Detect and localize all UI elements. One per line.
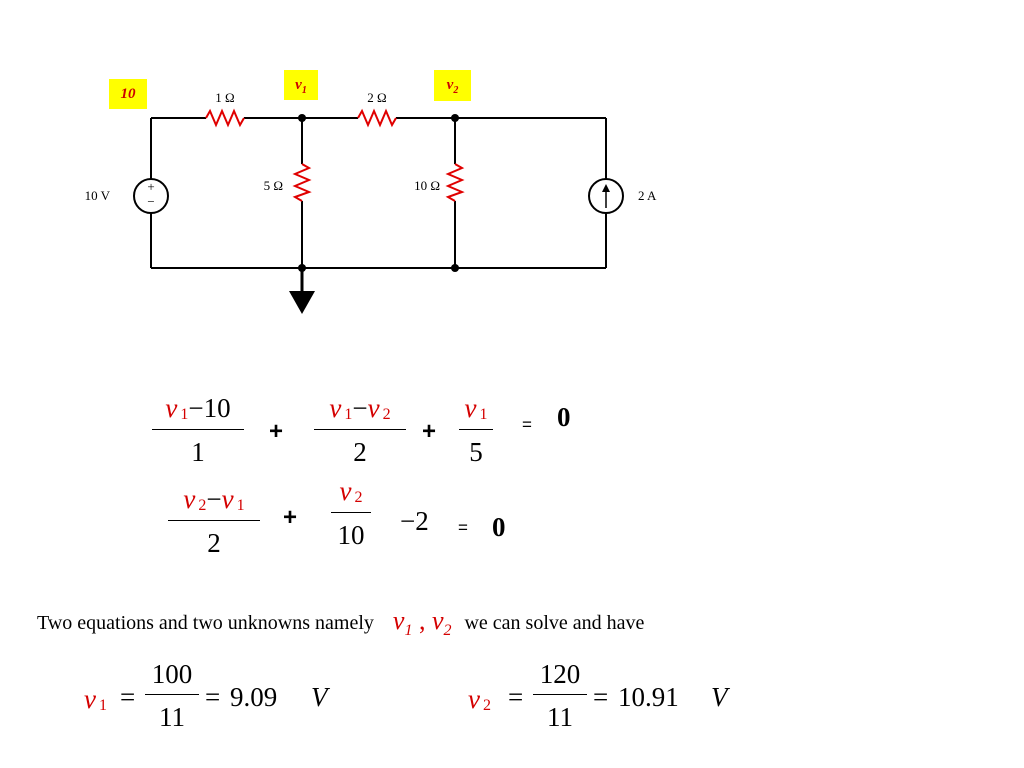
node-tag-v1-sub: 1 xyxy=(301,85,307,96)
node-v1 xyxy=(298,114,306,122)
result-v1-value: 9.09 xyxy=(230,682,278,712)
result-v1-denominator: 11 xyxy=(159,702,185,732)
result-v2-value: 10.91 xyxy=(618,682,679,712)
node-tag-v2-sub: 2 xyxy=(453,85,459,96)
sentence-variables: v1 , v2 xyxy=(392,606,452,640)
vsource-minus: − xyxy=(147,194,154,209)
resistor-2-ohm xyxy=(357,108,397,128)
resistor-1-ohm xyxy=(205,108,245,128)
result-v1-equals-b: = xyxy=(205,682,221,712)
eq2-term1-denominator: 2 xyxy=(207,528,221,558)
wires xyxy=(150,117,607,292)
eq1-rhs: 0 xyxy=(557,402,571,432)
result-v2-denominator: 11 xyxy=(547,702,573,732)
eq2-rhs: 0 xyxy=(492,512,506,542)
result-v2-numerator: 120 xyxy=(539,659,581,689)
result-v2-bar xyxy=(533,694,587,695)
eq2-term2-bar xyxy=(331,512,371,513)
circuit-diagram: + − 1 Ω 2 Ω 5 Ω 10 Ω 10 V 2 A xyxy=(85,90,657,314)
result-v2-equals-a: = xyxy=(508,682,524,712)
node-v2 xyxy=(451,114,459,122)
current-source-arrow-head xyxy=(602,184,610,192)
resistor-10-ohm xyxy=(445,163,465,202)
node-bottom-right xyxy=(451,264,459,272)
result-v1-equals-a: = xyxy=(120,682,136,712)
eq1-term3-bar xyxy=(459,429,493,430)
eq1-plus-2: + xyxy=(422,418,437,445)
node-tag-source-text: 10 xyxy=(120,86,136,102)
node-tag-v1-var: v xyxy=(295,77,302,93)
eq1-term1-denominator: 1 xyxy=(191,437,205,467)
node-tag-v1: v1 xyxy=(284,70,318,100)
label-r3: 5 Ω xyxy=(264,178,283,193)
result-v2-fraction: 120 11 xyxy=(533,661,587,731)
explanation-sentence: Two equations and two unknowns namely v1… xyxy=(37,606,644,640)
node-tag-source: 10 xyxy=(109,79,147,109)
vsource-plus: + xyxy=(147,179,154,194)
resistor-5-ohm xyxy=(292,163,312,202)
voltage-source xyxy=(133,178,169,214)
eq2-term2-denominator: 10 xyxy=(337,520,365,550)
eq1-term2-bar xyxy=(314,429,406,430)
eq2-constant: −2 xyxy=(400,506,429,536)
eq2-equals: = xyxy=(458,518,468,537)
eq1-term2-denominator: 2 xyxy=(353,437,367,467)
eq2-plus: + xyxy=(283,504,298,531)
result-v2-equals-b: = xyxy=(593,682,609,712)
eq1-term1-bar xyxy=(152,429,244,430)
label-r1: 1 Ω xyxy=(215,90,234,105)
result-v2-unit: V xyxy=(711,682,728,712)
sentence-after: we can solve and have xyxy=(464,612,645,634)
label-r4: 10 Ω xyxy=(414,178,440,193)
sentence-before: Two equations and two unknowns namely xyxy=(37,612,374,634)
node-tag-v2: v2 xyxy=(434,70,471,101)
result-v1-fraction: 100 11 xyxy=(145,661,199,731)
label-r2: 2 Ω xyxy=(367,90,386,105)
node-ground xyxy=(298,264,306,272)
node-tag-v2-var: v xyxy=(446,77,454,93)
ground-arrow-icon xyxy=(289,291,315,314)
eq1-equals: = xyxy=(522,415,532,434)
eq1-term3-denominator: 5 xyxy=(469,437,483,467)
label-vsource: 10 V xyxy=(85,188,111,203)
label-isource: 2 A xyxy=(638,188,657,203)
result-v1-unit: V xyxy=(311,682,328,712)
result-v1-numerator: 100 xyxy=(151,659,193,689)
result-v1-bar xyxy=(145,694,199,695)
eq1-plus-1: + xyxy=(269,418,284,445)
eq2-term1-bar xyxy=(168,520,260,521)
